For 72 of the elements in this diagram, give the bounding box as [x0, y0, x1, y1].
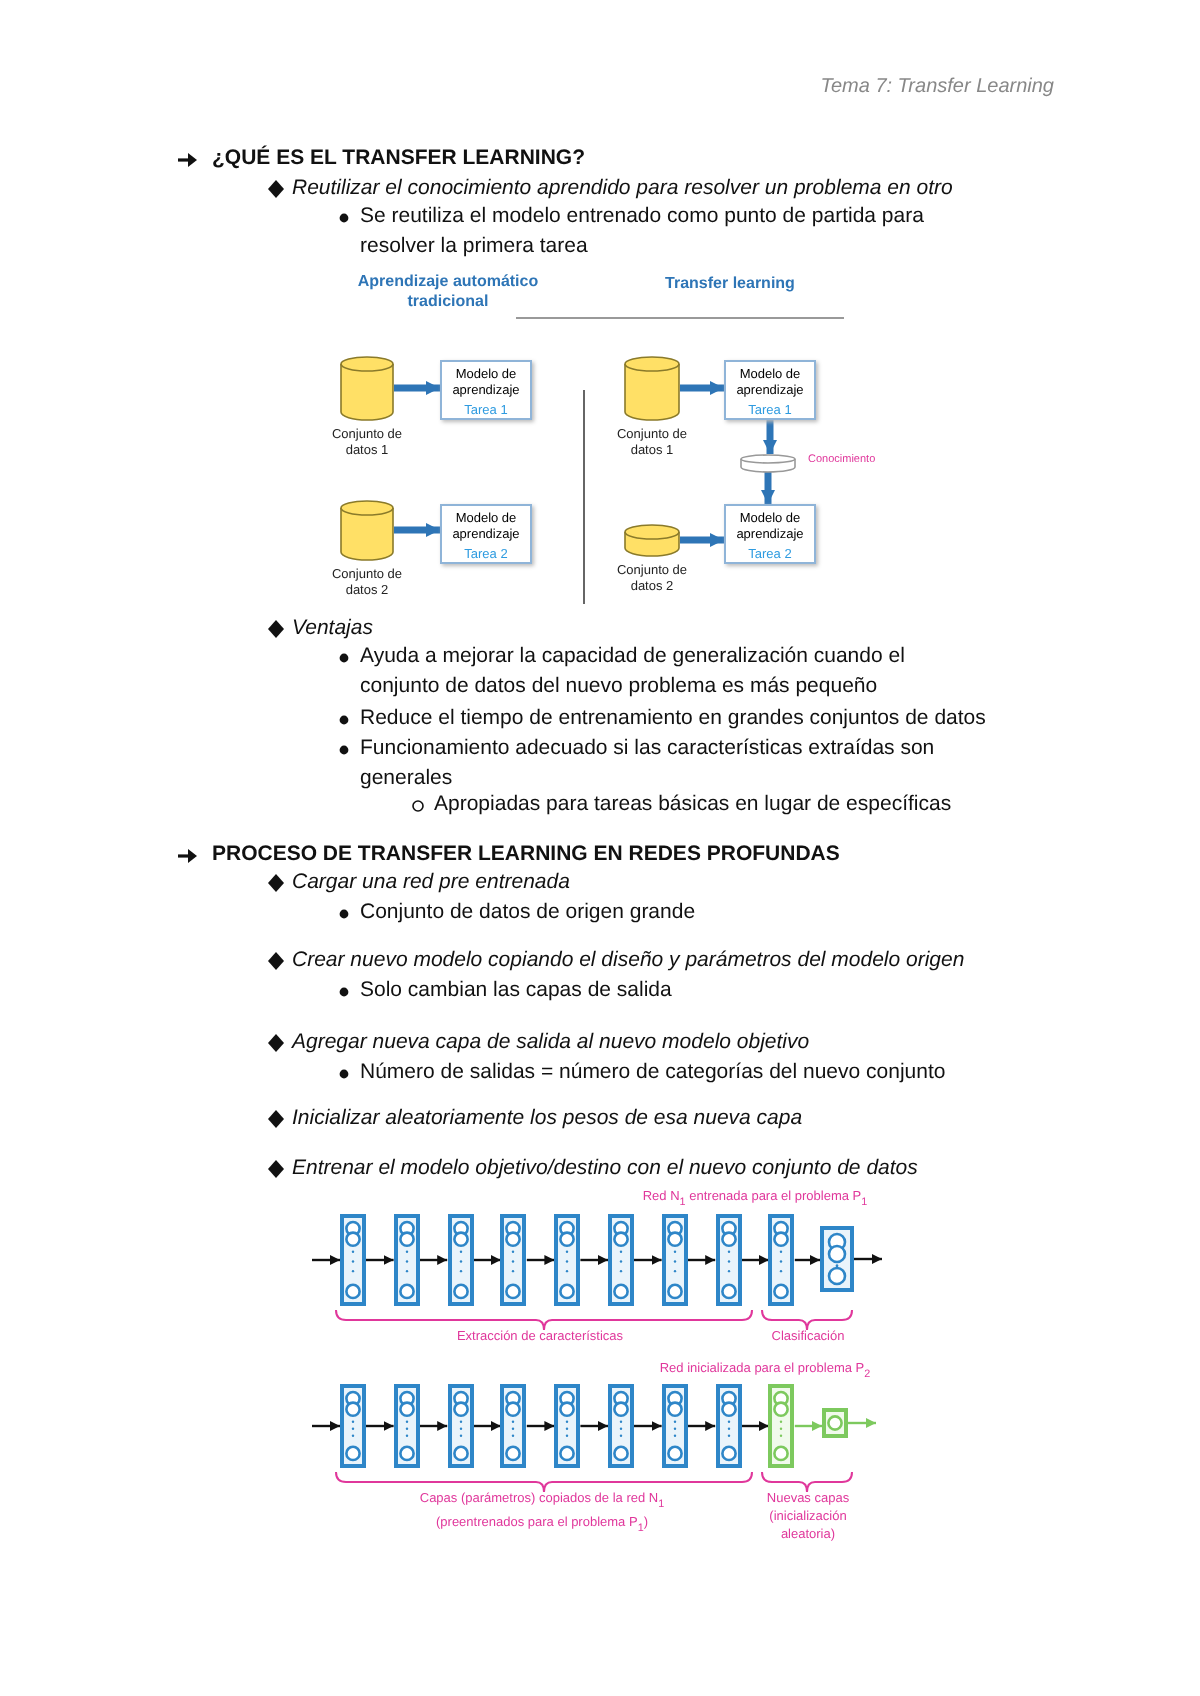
list-item: Reutilizar el conocimiento aprendido para resolver un problema en otro	[292, 174, 953, 204]
arrow	[366, 1421, 394, 1431]
list-item: Entrenar el modelo objetivo/destino con el nuevo conjunto de datos	[292, 1154, 918, 1184]
arrow	[680, 533, 724, 547]
arrow	[419, 1255, 448, 1265]
layer-box	[715, 1214, 742, 1306]
arrow	[741, 1255, 769, 1265]
model-box	[724, 360, 816, 420]
arrow	[394, 381, 440, 395]
layer-box	[500, 1214, 527, 1306]
layer-box	[393, 1384, 420, 1468]
arrow	[634, 1255, 662, 1265]
layer-box	[554, 1214, 581, 1306]
model-box	[724, 504, 816, 564]
figure-title: Transfer learning	[663, 274, 797, 294]
section-heading: ¿QUÉ ES EL TRANSFER LEARNING?	[212, 144, 585, 174]
layer-box	[393, 1214, 420, 1306]
layer-box	[661, 1214, 688, 1306]
arrow	[526, 1255, 555, 1265]
page-header: Tema 7: Transfer Learning	[818, 74, 1054, 102]
layer-box	[340, 1384, 366, 1468]
arrow	[848, 1418, 876, 1428]
list-item: Inicializar aleatoriamente los pesos de esa nueva capa	[292, 1104, 803, 1134]
arrow	[394, 523, 440, 537]
arrow	[761, 472, 775, 504]
layer-box	[820, 1226, 854, 1292]
layer-box	[500, 1384, 527, 1468]
arrow	[526, 1421, 555, 1431]
layer-box	[608, 1384, 634, 1468]
layer-box	[340, 1214, 366, 1306]
layer-box	[661, 1384, 688, 1468]
list-item: Reduce el tiempo de entrenamiento en grandes conjuntos de datos	[360, 704, 986, 734]
layer-box	[554, 1384, 581, 1468]
list-item: Conjunto de datos de origen grande	[360, 898, 696, 928]
list-item: Agregar nueva capa de salida al nuevo modelo objetivo	[292, 1028, 810, 1058]
arrow	[687, 1421, 716, 1431]
model-box	[440, 360, 532, 420]
arrow	[366, 1255, 394, 1265]
layer-box	[822, 1408, 848, 1438]
section-heading: PROCESO DE TRANSFER LEARNING EN REDES PROFUNDAS	[212, 840, 840, 870]
arrow	[687, 1255, 716, 1265]
arrow	[580, 1255, 608, 1265]
list-item: Cargar una red pre entrenada	[292, 868, 570, 898]
layer-box	[715, 1384, 742, 1468]
layer-box	[447, 1384, 474, 1468]
layer-box	[608, 1214, 634, 1306]
arrow	[763, 420, 777, 454]
arrow	[312, 1255, 340, 1265]
list-item: Crear nuevo modelo copiando el diseño y parámetros del modelo origen	[292, 946, 965, 976]
arrow	[634, 1421, 662, 1431]
arrow	[473, 1255, 501, 1265]
arrow	[680, 381, 724, 395]
arrow	[794, 1421, 822, 1431]
list-item: Funcionamiento adecuado si las características extraídas son generales	[360, 734, 937, 794]
arrow	[312, 1421, 340, 1431]
arrow	[580, 1421, 608, 1431]
arrow	[794, 1255, 820, 1265]
layer-box	[447, 1214, 474, 1306]
layer-box	[768, 1384, 795, 1468]
list-item: Ventajas	[292, 614, 373, 644]
list-item: Solo cambian las capas de salida	[360, 976, 672, 1006]
list-item: Apropiadas para tareas básicas en lugar de específicas	[434, 790, 952, 820]
layer-box	[768, 1214, 795, 1306]
arrow	[419, 1421, 448, 1431]
model-box	[440, 504, 532, 564]
list-item: Ayuda a mejorar la capacidad de generalización cuando el conjunto de datos del nuevo problema es más pequeño	[360, 642, 907, 702]
list-item: Se reutiliza el modelo entrenado como punto de partida para resolver la primera tarea	[360, 202, 926, 262]
arrow	[854, 1254, 882, 1264]
arrow	[741, 1421, 769, 1431]
figure-title: Aprendizaje automático tradicional	[355, 272, 541, 312]
arrow	[473, 1421, 501, 1431]
list-item: Número de salidas = número de categorías del nuevo conjunto	[360, 1058, 946, 1088]
